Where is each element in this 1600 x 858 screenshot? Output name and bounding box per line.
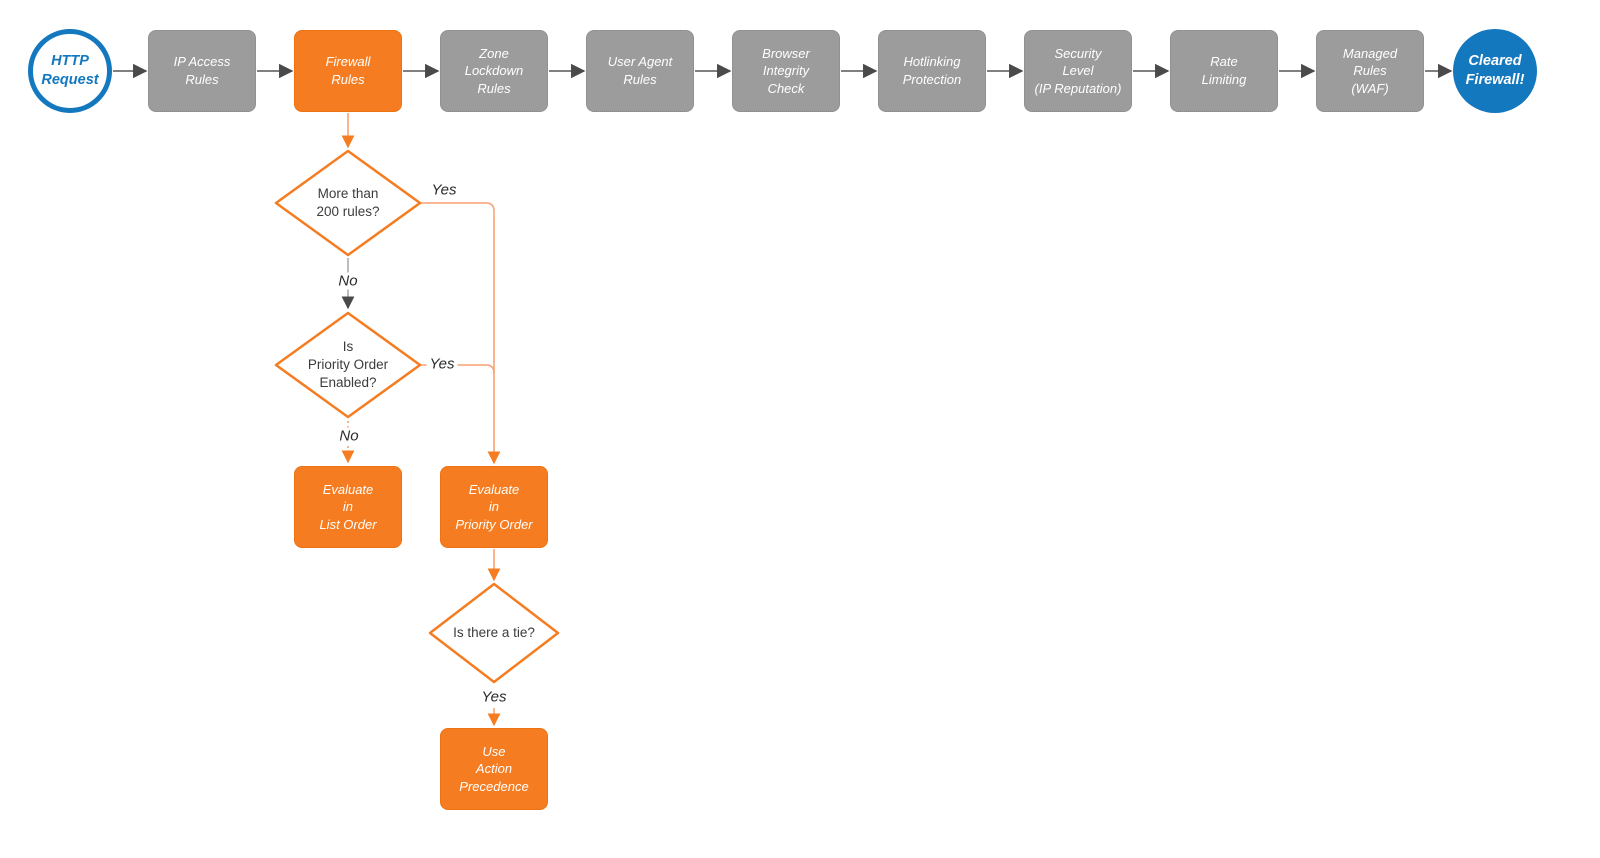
decision-priority-order-enabled-label: Is Priority Order Enabled? xyxy=(307,338,389,391)
edge-label-no-priority: No xyxy=(336,427,362,445)
edge-label-yes-tie: Yes xyxy=(478,688,510,706)
diamond-shape xyxy=(428,582,560,684)
node-use-action-precedence: Use Action Precedence xyxy=(440,728,548,810)
node-zone-lockdown-rules: Zone Lockdown Rules xyxy=(440,30,548,112)
node-ip-access-rules: IP Access Rules xyxy=(148,30,256,112)
edge-label-no-200rules: No xyxy=(335,272,361,290)
decision-is-there-a-tie: Is there a tie? xyxy=(427,581,561,685)
edge-decision-200rules-yes xyxy=(420,202,501,465)
node-security-level: Security Level (IP Reputation) xyxy=(1024,30,1132,112)
node-browser-integrity-check: Browser Integrity Check xyxy=(732,30,840,112)
node-managed-rules-waf: Managed Rules (WAF) xyxy=(1316,30,1424,112)
edge-label-yes-priority: Yes xyxy=(426,355,458,373)
node-user-agent-rules: User Agent Rules xyxy=(586,30,694,112)
node-cleared-firewall-label: Cleared Firewall! xyxy=(1465,53,1525,88)
node-hotlinking-protection: Hotlinking Protection xyxy=(878,30,986,112)
diamond-shape xyxy=(274,311,422,419)
decision-is-there-a-tie-label: Is there a tie? xyxy=(453,624,535,640)
node-evaluate-in-priority-order: Evaluate in Priority Order xyxy=(440,466,548,548)
edge-decision-priority-yes xyxy=(420,364,495,374)
node-rate-limiting: Rate Limiting xyxy=(1170,30,1278,112)
decision-more-than-200-rules-label: More than 200 rules? xyxy=(316,185,380,219)
diamond-shape xyxy=(274,149,422,257)
node-cleared-firewall: Cleared Firewall! xyxy=(1453,29,1537,113)
node-http-request: HTTP Request xyxy=(28,29,112,113)
node-http-request-label: HTTP Request xyxy=(41,53,99,88)
node-evaluate-in-list-order: Evaluate in List Order xyxy=(294,466,402,548)
node-firewall-rules: Firewall Rules xyxy=(294,30,402,112)
decision-more-than-200-rules: More than 200 rules? xyxy=(273,148,423,258)
decision-priority-order-enabled: Is Priority Order Enabled? xyxy=(273,310,423,420)
edge-label-yes-200rules: Yes xyxy=(428,181,460,199)
